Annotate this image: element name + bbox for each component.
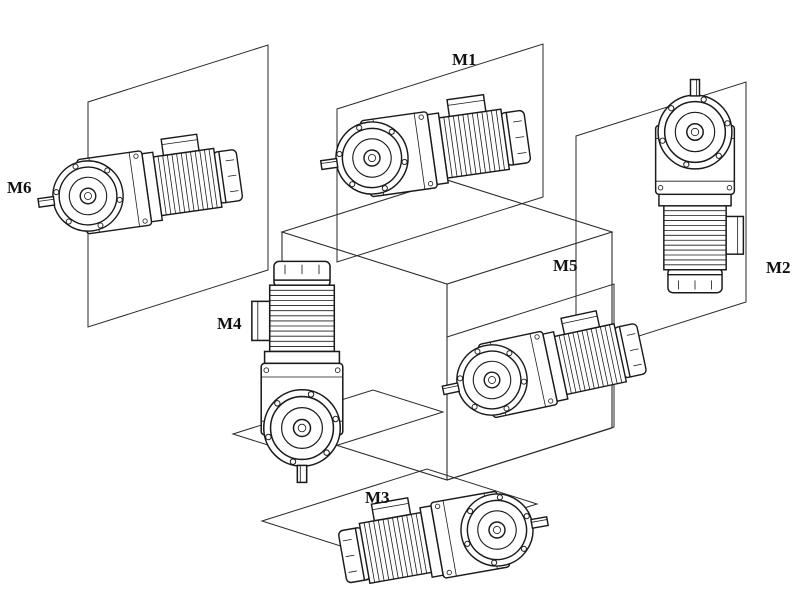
label-m3: M3	[365, 488, 390, 507]
gearmotor-m6	[31, 128, 246, 241]
mounting-plane-m1	[336, 43, 544, 263]
gearmotor-m5	[432, 302, 651, 428]
label-m5: M5	[553, 256, 578, 275]
gearmotor-m4	[251, 260, 344, 484]
gearmotors	[31, 78, 745, 596]
label-m6: M6	[7, 178, 32, 197]
mounting-plane-m3	[260, 468, 539, 557]
gearmotor-m1	[314, 88, 534, 204]
label-m4: M4	[217, 314, 242, 333]
label-m2: M2	[766, 258, 791, 277]
mounting-plane-m6	[87, 44, 269, 328]
gearmotor-m2	[654, 78, 745, 294]
position-labels: M1 M2 M3 M4 M5 M6	[7, 50, 791, 507]
label-m1: M1	[452, 50, 477, 69]
